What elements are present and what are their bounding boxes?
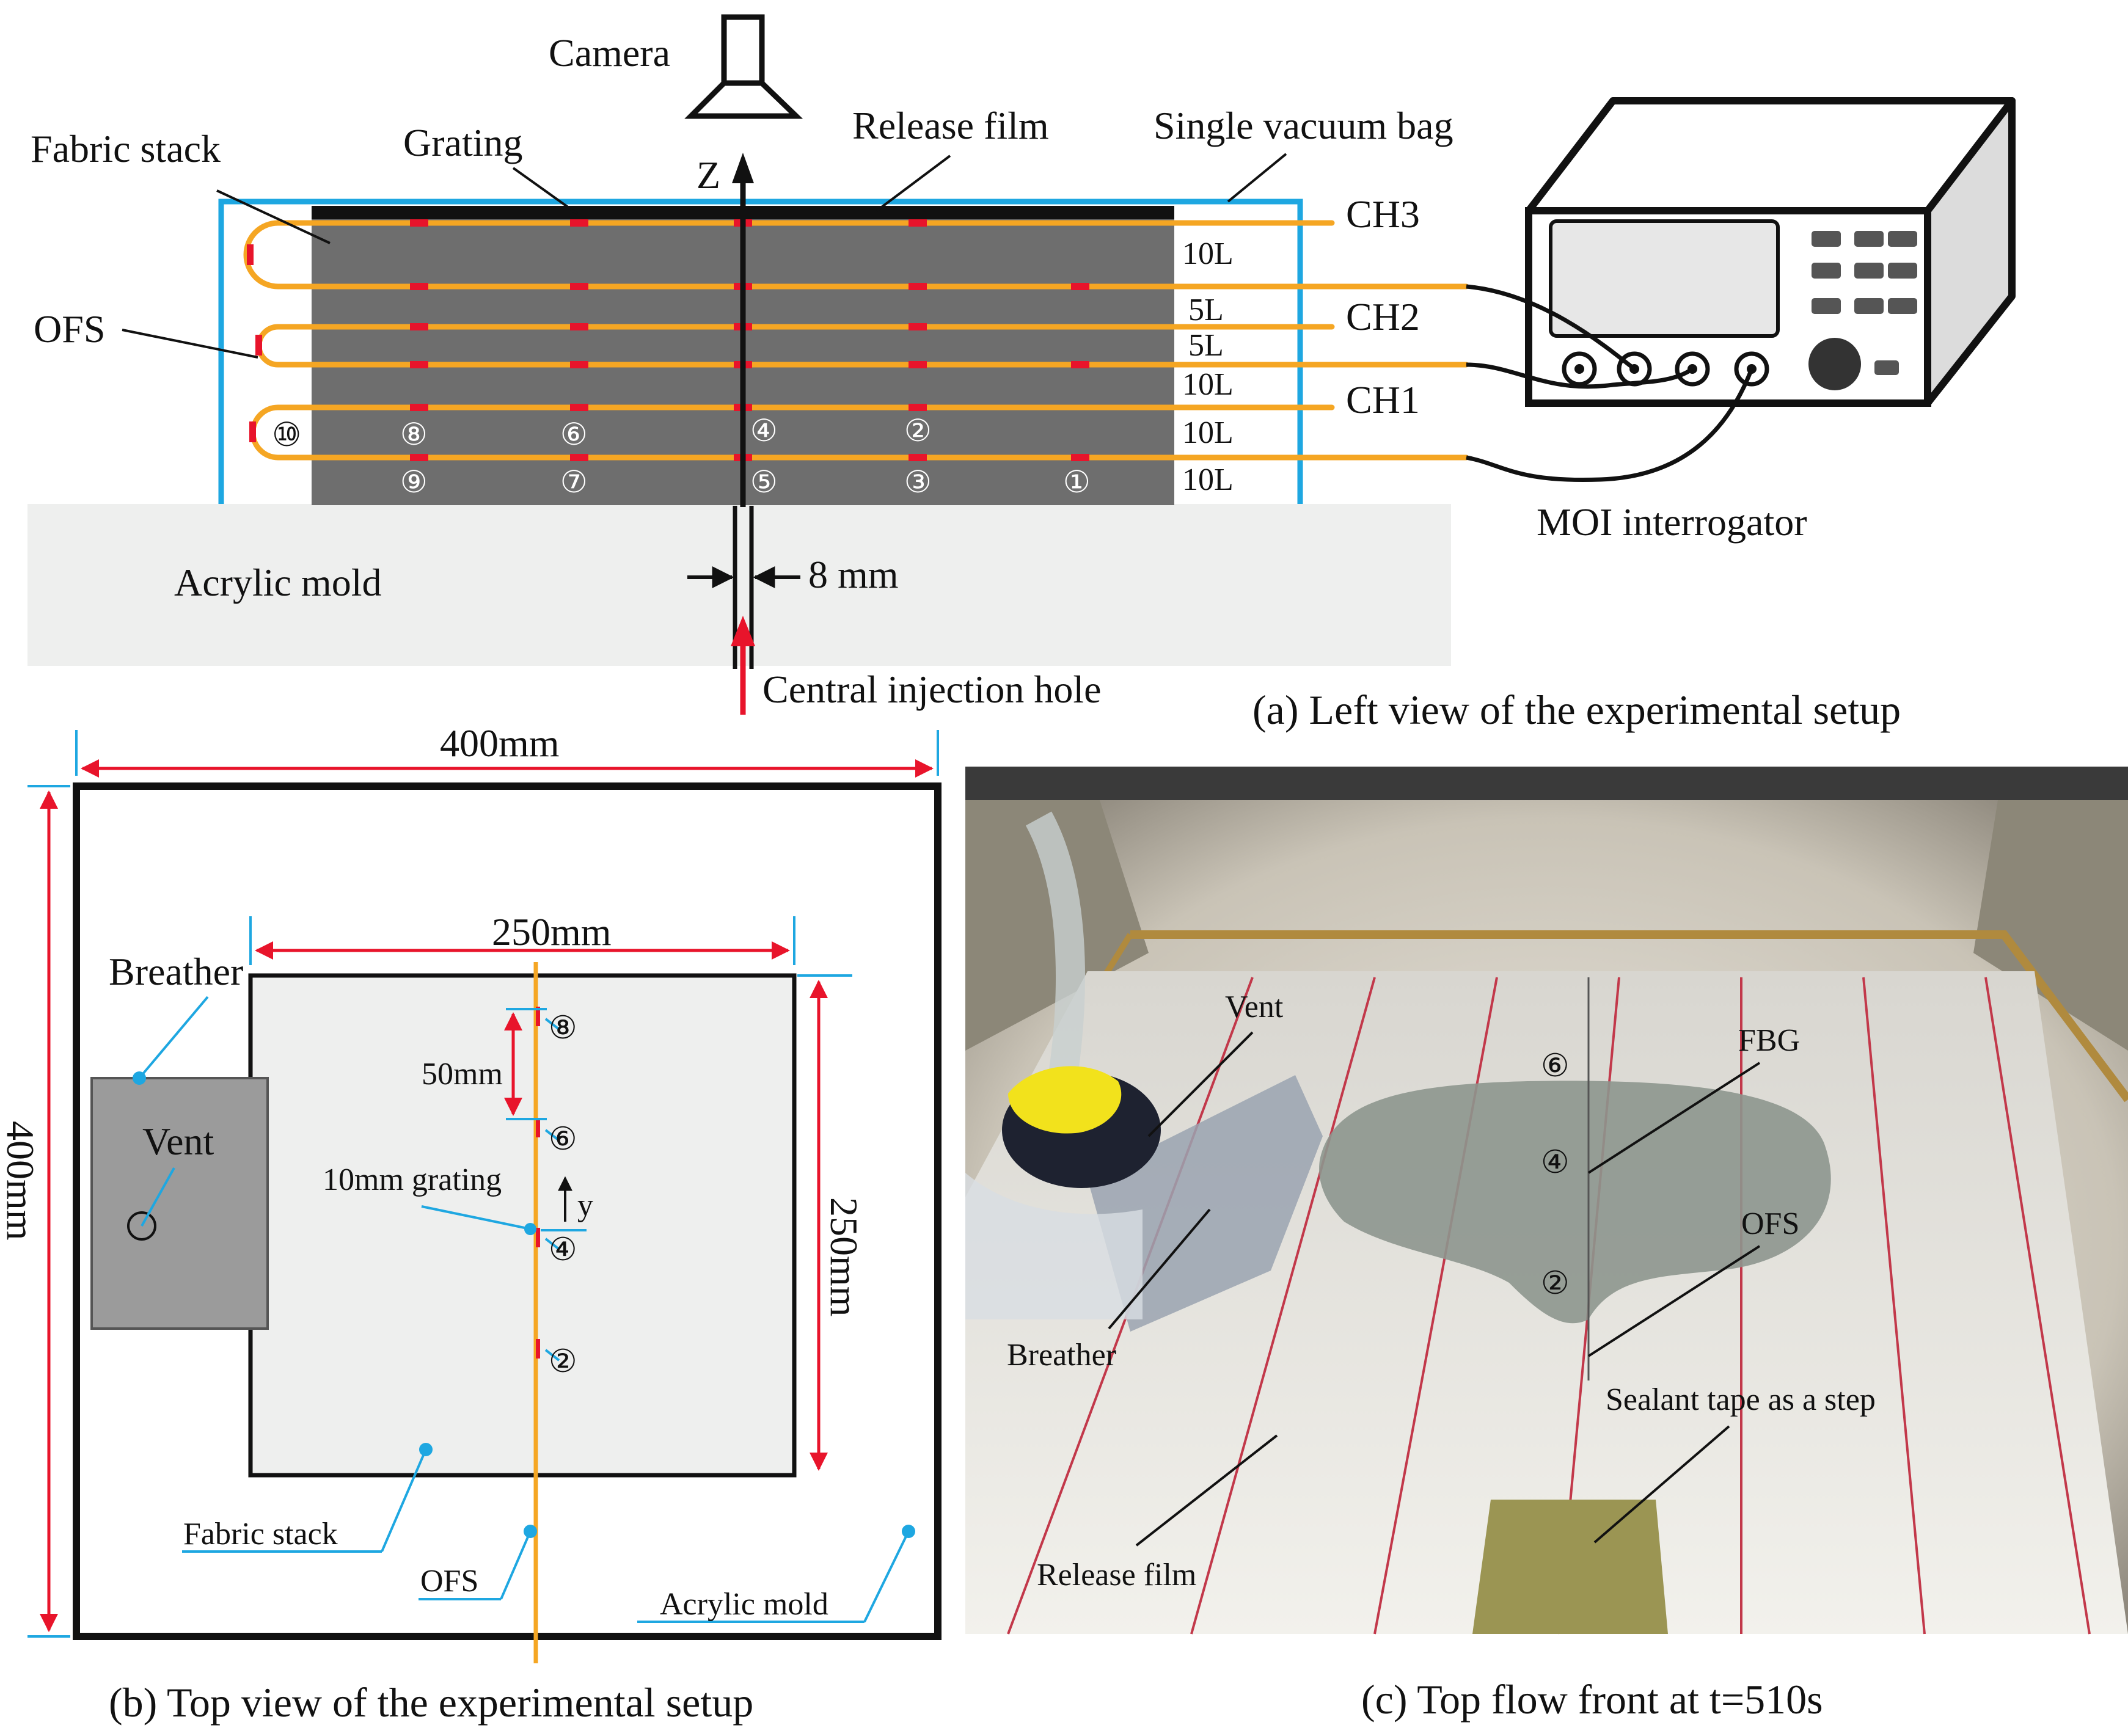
fabric-stack-label: Fabric stack [31,127,221,170]
fabric-stack-area [248,973,797,1478]
fbg-label: FBG [1738,1023,1800,1058]
outer-width-label: 400mm [440,721,560,765]
breather-label-c: Breather [1007,1338,1116,1373]
sensor-label-3: ③ [904,464,932,500]
interrogator-label: MOI interrogator [1537,500,1807,544]
ofs-leader-a [122,329,258,359]
vacuum-bag-leader [1227,153,1287,203]
grating-label: Grating [403,121,523,164]
inner-height-label: 250mm [822,1197,866,1317]
vent-label-c: Vent [1225,990,1284,1024]
injection-hole [731,506,755,715]
grating-len-label: 10mm grating [323,1162,502,1197]
sensor-label-9: ⑨ [400,464,428,500]
hole-width-label: 8 mm [808,553,899,596]
ofs-label-c: OFS [1741,1206,1799,1241]
sensor-b-4: ④ [549,1231,577,1268]
sensor-c-6: ⑥ [1541,1048,1570,1084]
grating-marks-b [536,1007,540,1359]
layer-label-4: 10L [1182,367,1234,402]
outer-height-label: 400mm [0,1121,42,1241]
release-film-label-c: Release film [1037,1558,1196,1592]
layer-label-5: 10L [1182,415,1234,450]
moi-interrogator-device [1525,97,2016,407]
sensor-c-4: ④ [1541,1144,1570,1181]
layer-label-6: 10L [1182,462,1234,497]
sensor-label-6: ⑥ [560,417,588,452]
ofs-label-b: OFS [420,1564,478,1599]
caption-a: (a) Left view of the experimental setup [1252,687,1901,733]
vacuum-bag-outline [218,199,1303,504]
grating-marks [247,219,1089,461]
inner-width-label: 250mm [492,910,612,954]
layer-label-3: 5L [1188,328,1224,363]
sensor-b-8: ⑧ [549,1010,577,1046]
sensor-b-6: ⑥ [549,1121,577,1158]
acrylic-mold-label: Acrylic mold [174,561,381,604]
channel-ch3: CH3 [1346,192,1420,236]
panel-b-top-view: 400mm 400mm 250mm 250mm Breather Vent [0,721,942,1726]
ofs-label-a: OFS [34,307,105,351]
spacing-label: 50mm [422,1057,503,1092]
camera-icon [684,14,803,119]
sealant-label: Sealant tape as a step [1606,1382,1876,1417]
sensor-label-1: ① [1063,464,1091,500]
acrylic-mold-label-b: Acrylic mold [660,1587,828,1622]
sensor-label-10: ⑩ [272,415,301,454]
caption-c: (c) Top flow front at t=510s [1361,1676,1823,1723]
panel-a-left-view: Acrylic mold [27,14,2016,733]
injection-label: Central injection hole [762,668,1102,711]
sealant-tape [1472,1500,1668,1634]
z-axis-label: Z [697,153,720,197]
sensor-label-4: ④ [750,413,778,448]
vent-label-b: Vent [142,1120,214,1163]
vacuum-bag-label: Single vacuum bag [1154,104,1453,147]
sensor-c-2: ② [1541,1265,1570,1302]
sensor-label-2: ② [904,413,932,448]
z-axis-arrowhead [732,153,754,183]
y-axis-label: y [577,1188,593,1223]
fabric-stack-leader [216,189,331,244]
caption-b: (b) Top view of the experimental setup [109,1679,753,1726]
sensor-b-2: ② [549,1343,577,1380]
breather-label-b: Breather [109,950,243,993]
layer-label-1: 10L [1182,236,1234,271]
breather-area [90,1077,269,1330]
channel-ch2: CH2 [1346,295,1420,338]
sensor-label-7: ⑦ [560,464,588,500]
panel-c-photo: Vent FBG OFS Breather Sealant tape as a … [965,767,2128,1723]
camera-label: Camera [549,31,670,75]
layer-label-2: 5L [1188,293,1224,327]
device-cables [1466,284,1754,483]
grating-leader [512,167,579,215]
vent-circle [127,1211,156,1241]
fabric-stack-label-b: Fabric stack [183,1517,338,1552]
sensor-label-5: ⑤ [750,464,778,500]
sensor-label-8: ⑧ [400,417,428,452]
release-film-label: Release film [852,104,1049,147]
channel-ch1: CH1 [1346,378,1420,421]
flow-front [1319,1081,1831,1324]
release-film-leader [876,155,951,212]
